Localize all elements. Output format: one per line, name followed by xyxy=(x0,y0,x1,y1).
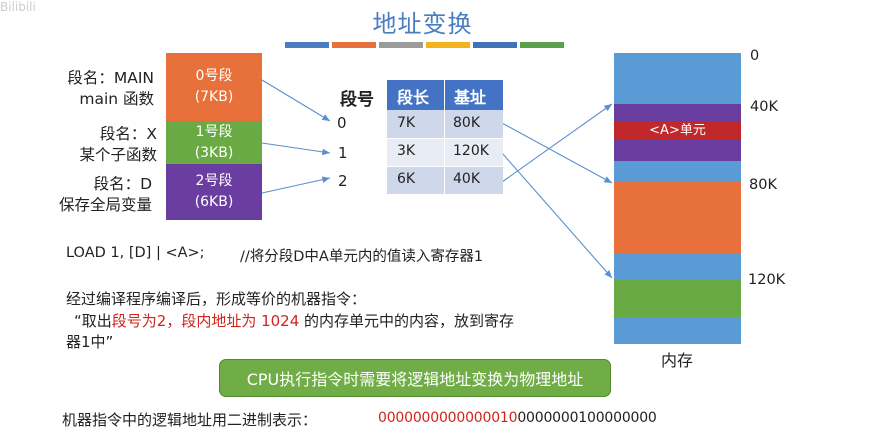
arrow-seg2-to-2 xyxy=(261,176,331,194)
address-40k: 40K xyxy=(750,99,778,115)
arrow-seg0-to-0 xyxy=(261,79,331,122)
segment-1-box: 1号段 (3KB) xyxy=(166,121,262,164)
memory-caption: 内存 xyxy=(661,351,694,370)
arrow-row2-to-40k xyxy=(501,103,613,183)
table-cell: 6K xyxy=(397,171,416,187)
segment-0-box: 0号段 (7KB) xyxy=(166,53,262,121)
table-cell: 3K xyxy=(397,143,416,159)
binary-segment-part: 0000000000000010 xyxy=(378,410,518,426)
title-color-bar xyxy=(473,42,517,48)
segment-table: 段长 基址 7K 80K 3K 120K 6K 40K xyxy=(387,80,503,194)
memory-segment-main xyxy=(614,182,741,254)
table-cell: 120K xyxy=(453,143,489,159)
table-divider xyxy=(444,80,445,194)
explain-line1: 经过编译程序编译后，形成等价的机器指令： xyxy=(66,290,367,308)
segment-x-label: 段名：X 某个子函数 xyxy=(79,125,157,164)
binary-address: 00000000000000100000000100000000 xyxy=(378,410,657,426)
instruction-code: LOAD 1, [D] | <A>; xyxy=(66,245,205,261)
table-header-length: 段长 xyxy=(397,88,430,107)
page-title: 地址变换 xyxy=(372,10,473,38)
binary-label: 机器指令中的逻辑地址用二进制表示： xyxy=(62,411,318,429)
seg-number-1: 1 xyxy=(338,144,348,162)
table-header-row xyxy=(387,80,503,110)
seg-number-header: 段号 xyxy=(340,90,374,110)
title-color-bar xyxy=(520,42,564,48)
segment-d-label: 段名：D 保存全局变量 xyxy=(58,175,152,214)
title-color-bars xyxy=(285,42,564,48)
segment-main-label: 段名：MAIN main 函数 xyxy=(67,69,154,108)
explain-highlight: 段号为2，段内地址为 1024 xyxy=(111,312,300,330)
table-cell: 7K xyxy=(397,115,416,131)
title-color-bar xyxy=(426,42,470,48)
memory-unit-a: <A>单元 xyxy=(614,122,741,140)
table-row xyxy=(387,138,503,166)
memory-segment-d-top xyxy=(614,104,741,122)
title-color-bar xyxy=(285,42,329,48)
segment-2-box: 2号段 (6KB) xyxy=(166,164,262,220)
explain-line2: “取出段号为2，段内地址为 1024 的内存单元中的内容，放到寄存 xyxy=(74,312,515,330)
explain-line3: 器1中” xyxy=(66,333,114,351)
table-row xyxy=(387,166,503,194)
table-header-base: 基址 xyxy=(454,88,487,107)
table-divider xyxy=(387,166,503,167)
address-120k: 120K xyxy=(748,272,786,288)
arrow-seg1-to-1 xyxy=(261,142,331,156)
instruction-comment: //将分段D中A单元内的值读入寄存器1 xyxy=(240,249,484,265)
table-row xyxy=(387,110,503,138)
title-color-bar xyxy=(379,42,423,48)
binary-offset-part: 0000000100000000 xyxy=(517,410,657,426)
arrow-row1-to-120k xyxy=(501,152,613,279)
seg-number-2: 2 xyxy=(338,172,348,190)
callout-box: CPU执行指令时需要将逻辑地址变换为物理地址 xyxy=(219,359,611,397)
memory-segment-x xyxy=(614,279,741,317)
table-cell: 80K xyxy=(453,115,480,131)
address-80k: 80K xyxy=(749,177,777,193)
memory-segment-d-bottom xyxy=(614,140,741,161)
title-color-bar xyxy=(332,42,376,48)
arrow-row0-to-80k xyxy=(501,122,613,184)
address-0: 0 xyxy=(750,48,760,64)
table-divider xyxy=(387,138,503,139)
watermark-logo: Bilibili xyxy=(0,0,36,14)
table-cell: 40K xyxy=(453,171,480,187)
seg-number-0: 0 xyxy=(337,114,347,132)
